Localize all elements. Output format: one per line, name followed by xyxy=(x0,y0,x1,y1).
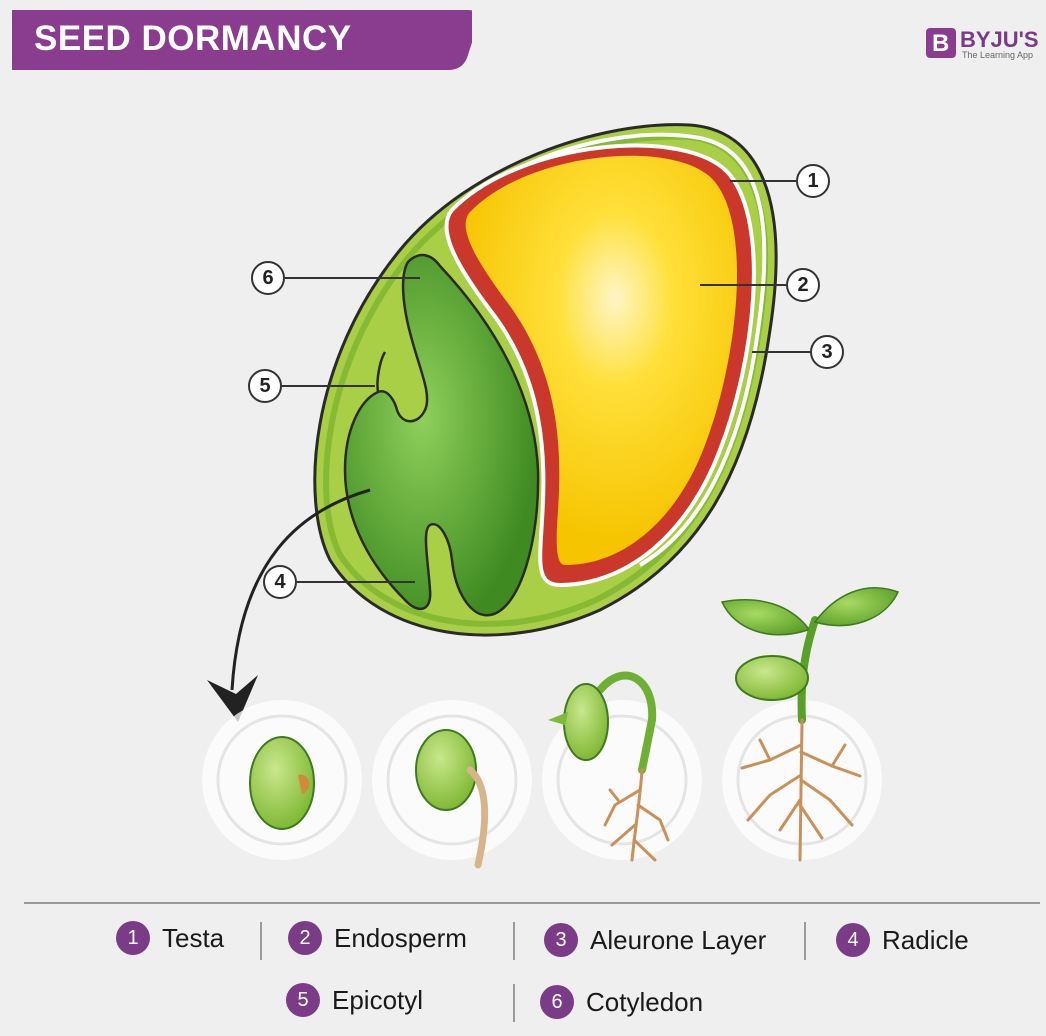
callout-5: 5 xyxy=(248,369,282,403)
legend-label: Endosperm xyxy=(334,923,467,954)
legend-item-cotyledon: 6 Cotyledon xyxy=(540,982,703,1022)
legend-item-testa: 1 Testa xyxy=(116,918,224,958)
legend-label: Epicotyl xyxy=(332,985,423,1016)
legend-badge: 3 xyxy=(544,923,578,957)
legend-label: Radicle xyxy=(882,925,969,956)
legend-badge: 6 xyxy=(540,985,574,1019)
seed-diagram xyxy=(0,0,1046,900)
callout-4: 4 xyxy=(263,565,297,599)
legend-badge: 5 xyxy=(286,983,320,1017)
callout-2: 2 xyxy=(786,268,820,302)
callout-1: 1 xyxy=(796,164,830,198)
seed-cross-section xyxy=(315,125,776,635)
stage-2 xyxy=(372,700,532,865)
legend-item-endosperm: 2 Endosperm xyxy=(288,918,467,958)
callout-3: 3 xyxy=(810,335,844,369)
legend-item-epicotyl: 5 Epicotyl xyxy=(286,980,423,1020)
germination-stages xyxy=(202,588,898,865)
legend-badge: 4 xyxy=(836,923,870,957)
legend-label: Cotyledon xyxy=(586,987,703,1018)
legend-separator xyxy=(260,922,262,960)
legend-divider xyxy=(24,902,1040,904)
legend-badge: 2 xyxy=(288,921,322,955)
stage-3 xyxy=(542,676,702,860)
legend-separator xyxy=(513,922,515,960)
legend-badge: 1 xyxy=(116,921,150,955)
legend-label: Testa xyxy=(162,923,224,954)
stage-1 xyxy=(202,700,362,860)
legend-separator xyxy=(804,922,806,960)
legend-item-radicle: 4 Radicle xyxy=(836,920,969,960)
legend-item-aleurone-layer: 3 Aleurone Layer xyxy=(544,920,766,960)
legend-label: Aleurone Layer xyxy=(590,925,766,956)
legend-separator xyxy=(513,984,515,1022)
stage-4 xyxy=(722,588,898,860)
callout-6: 6 xyxy=(251,261,285,295)
